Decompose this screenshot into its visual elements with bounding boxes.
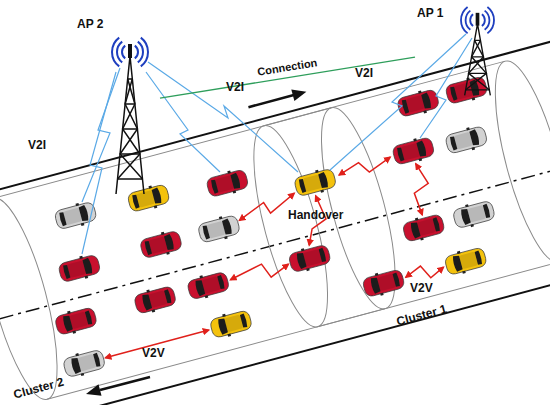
wave-arc [461, 7, 468, 33]
car [444, 124, 489, 157]
direction-arrowhead [291, 86, 308, 101]
car [287, 242, 332, 275]
car [361, 267, 406, 300]
annotation-label: Cluster 1 [395, 302, 448, 329]
car [452, 198, 497, 231]
wave-arc [122, 46, 125, 59]
mast-rungs [118, 79, 143, 179]
wave-arc [466, 11, 471, 30]
annotation-label: V2I [355, 66, 373, 80]
v2i-link [146, 72, 220, 172]
car [197, 213, 242, 246]
v2v-zigzag [229, 257, 291, 287]
annotation-label: V2V [410, 281, 433, 295]
direction-arrowhead [86, 384, 102, 396]
mast-rungs [466, 40, 490, 90]
car [57, 252, 102, 285]
car [126, 182, 171, 215]
v2i-link [82, 72, 116, 254]
wave-arc [482, 14, 485, 26]
antenna [128, 44, 132, 58]
mast-brace [466, 40, 487, 90]
tube-end [480, 54, 550, 268]
handover-car [293, 166, 338, 199]
wave-arc [112, 38, 119, 67]
antenna [476, 13, 480, 26]
car [391, 135, 436, 168]
v2v-zigzag [407, 162, 436, 215]
node-label: AP 1 [417, 6, 443, 20]
radio-waves [461, 7, 494, 33]
mast-legs [465, 24, 491, 96]
car [186, 269, 231, 302]
annotation-label: Handover [288, 208, 343, 222]
tower-symbol [450, 2, 505, 97]
road-edge [0, 16, 550, 233]
car [443, 245, 488, 278]
wave-arc [138, 42, 143, 63]
tower-symbol [100, 33, 160, 195]
v2i-link [82, 68, 120, 202]
wave-arc [485, 11, 490, 30]
v2i-link [330, 34, 466, 170]
wave-arc [141, 38, 148, 67]
wave-arc [135, 46, 138, 59]
wave-arc [117, 42, 122, 63]
v2v-zigzag [404, 260, 445, 284]
tube-end [239, 119, 343, 333]
car [62, 347, 107, 380]
v2i-link [148, 62, 298, 172]
road-edge [0, 243, 550, 405]
annotation-label: V2V [142, 346, 165, 360]
access-point: AP 1 [415, 2, 510, 97]
node-label: AP 2 [77, 17, 103, 31]
direction-arrow [100, 377, 150, 390]
edge-label: Connection [256, 56, 318, 78]
car [209, 308, 254, 341]
car [54, 305, 99, 338]
access-point: AP 2 [75, 15, 160, 195]
car [133, 284, 178, 317]
tube-side [264, 61, 550, 327]
car [139, 228, 184, 261]
mast-legs [116, 56, 144, 194]
v2i-links [82, 34, 472, 254]
mast [116, 56, 144, 194]
cluster-tube [239, 54, 550, 333]
mast [465, 24, 491, 96]
annotation-label: V2I [28, 138, 46, 152]
v2v-zigzag [337, 154, 392, 180]
car [401, 212, 446, 245]
tube-side [0, 108, 385, 399]
direction-arrow [248, 95, 294, 107]
road-centre-line [0, 136, 550, 353]
wave-arc [470, 14, 473, 26]
wave-arc [487, 7, 494, 33]
v2i-link [420, 38, 472, 138]
car [205, 167, 250, 200]
cluster-tube [0, 101, 410, 405]
annotation-label: V2I [226, 80, 244, 94]
